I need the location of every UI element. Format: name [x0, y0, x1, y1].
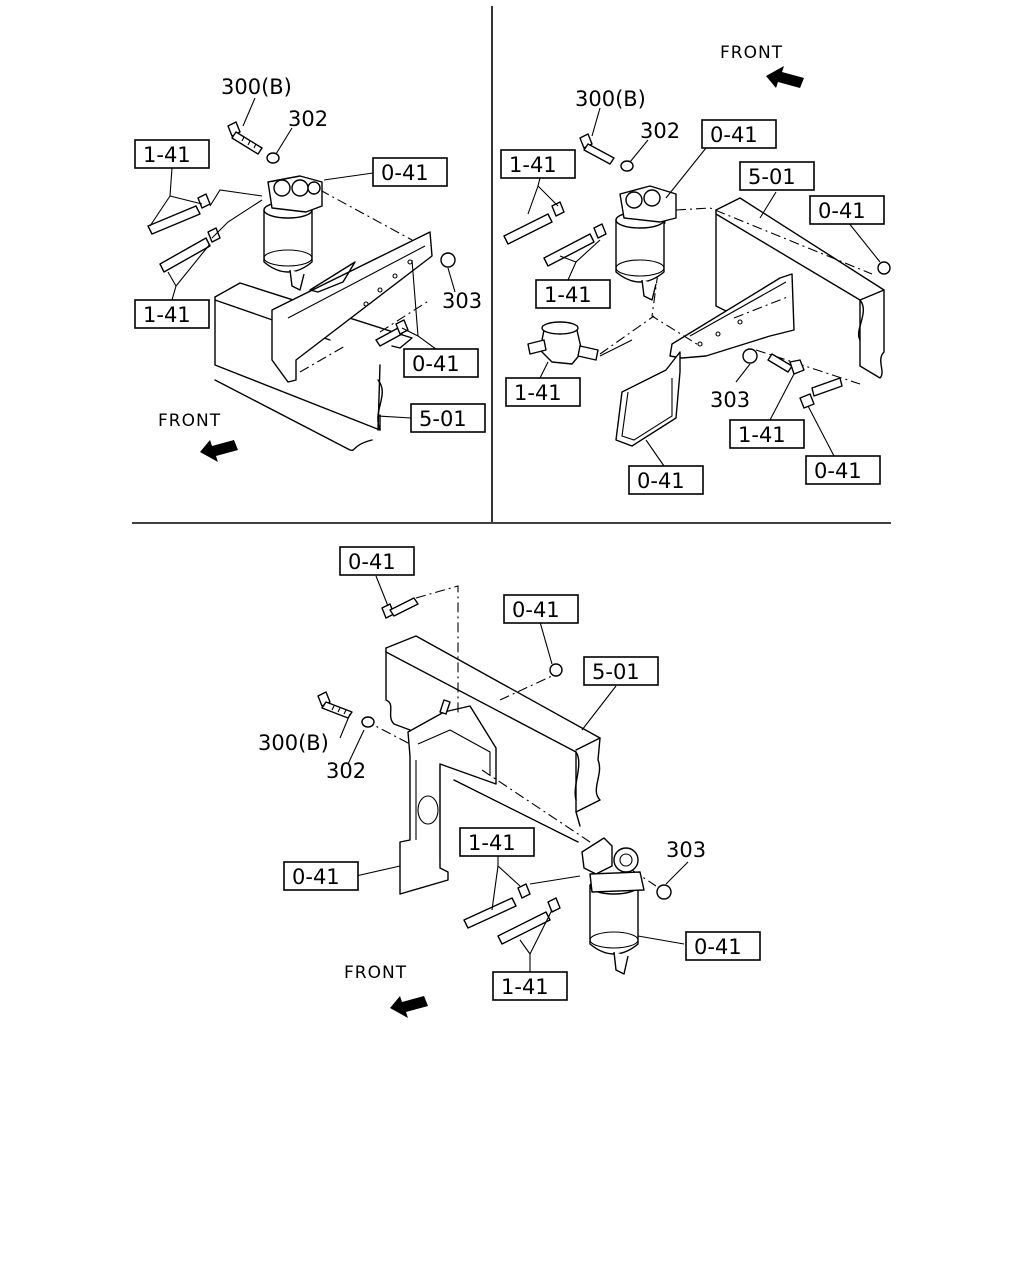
bolt-300b [579, 133, 615, 165]
label-b-top-bolt: 0-41 [348, 550, 396, 574]
mounting-bracket [271, 231, 433, 383]
hose-lower [497, 897, 561, 945]
hose-upper [503, 201, 565, 245]
front-arrow-icon [766, 66, 804, 88]
priming-pump [527, 321, 599, 365]
bolt-300b [317, 691, 353, 719]
label-tl-bolt: 300(B) [221, 75, 292, 99]
front-arrow-icon [390, 996, 428, 1018]
label-tl-hose-lower: 1-41 [143, 303, 191, 327]
label-tl-hose-upper: 1-41 [143, 143, 191, 167]
front-label-bottom: FRONT [344, 963, 407, 983]
label-tr-frame-bolt: 0-41 [814, 459, 862, 483]
panel-top-left: 300(B) 302 1-41 0-41 1-41 303 0-41 5-01 … [134, 75, 486, 462]
frame-bolt [799, 377, 843, 409]
frame-nut [877, 261, 891, 275]
mounting-bracket [615, 273, 795, 447]
label-b-frame: 5-01 [592, 660, 640, 684]
label-tr-frame: 5-01 [748, 165, 796, 189]
label-tr-frame-nut: 0-41 [818, 199, 866, 223]
label-b-bolt: 300(B) [258, 731, 329, 755]
fuel-filter [615, 185, 677, 301]
hose-upper [147, 193, 211, 235]
label-tl-frame: 5-01 [419, 407, 467, 431]
hose-upper [463, 883, 531, 929]
front-label-tl: FRONT [158, 411, 221, 431]
top-bolt [381, 597, 419, 619]
nut-303 [742, 348, 758, 364]
label-b-hose-lower: 1-41 [501, 975, 549, 999]
label-tl-washer: 302 [288, 107, 328, 131]
label-b-hose-upper: 1-41 [468, 831, 516, 855]
frame-rail [715, 197, 885, 379]
label-b-washer: 302 [326, 759, 366, 783]
label-tr-hose-lower: 1-41 [544, 283, 592, 307]
label-tr-bolt: 300(B) [575, 87, 646, 111]
label-tl-nut: 303 [442, 289, 482, 313]
fuel-filter [581, 837, 645, 975]
nut-303 [440, 252, 456, 268]
label-tr-filter: 0-41 [710, 123, 758, 147]
label-b-filter-nut: 303 [666, 838, 706, 862]
hose-lower [543, 223, 607, 267]
label-tr-bracket: 0-41 [637, 469, 685, 493]
bracket-bolt [375, 319, 409, 347]
label-b-bracket: 0-41 [292, 865, 340, 889]
hose-lower [159, 227, 221, 273]
panel-top-right: 300(B) 302 0-41 1-41 5-01 0-41 1-41 1-41… [500, 43, 891, 495]
washer-302 [266, 152, 280, 164]
washer-302 [361, 716, 375, 728]
label-tr-bracket-bolt: 1-41 [738, 423, 786, 447]
label-tr-washer: 302 [640, 119, 680, 143]
label-tr-pump: 1-41 [514, 381, 562, 405]
fuel-filter [263, 175, 323, 291]
bolt-300b [227, 121, 263, 155]
bracket-bolt [767, 353, 805, 375]
front-label-tr: FRONT [720, 43, 783, 63]
label-tr-nut: 303 [710, 388, 750, 412]
washer-302 [620, 160, 634, 172]
label-b-nut: 0-41 [512, 598, 560, 622]
panel-bottom: 0-41 0-41 5-01 300(B) 302 0-41 1-41 303 … [258, 546, 761, 1018]
label-b-filter: 0-41 [694, 935, 742, 959]
label-tr-hose-upper: 1-41 [509, 153, 557, 177]
frame-rail [385, 635, 601, 843]
label-tl-filter: 0-41 [381, 161, 429, 185]
nut-303 [656, 884, 672, 900]
mounting-bracket [399, 699, 497, 895]
label-tl-bracket-bolt: 0-41 [412, 352, 460, 376]
front-arrow-icon [200, 440, 238, 462]
frame-nut [549, 663, 563, 677]
